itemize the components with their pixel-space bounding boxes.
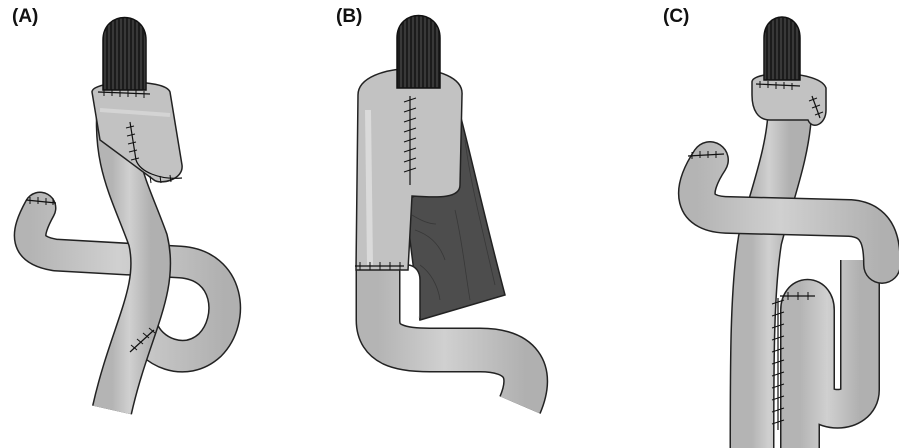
panel-c-stoma-cap [764, 17, 800, 80]
panel-a-diagram [26, 18, 225, 411]
panel-c-diagram [688, 17, 882, 448]
panel-b-diagram [355, 16, 526, 406]
panel-b-stoma-cap [397, 16, 440, 89]
panel-c-pouch [752, 74, 826, 126]
panel-a-stoma-cap [103, 18, 146, 91]
